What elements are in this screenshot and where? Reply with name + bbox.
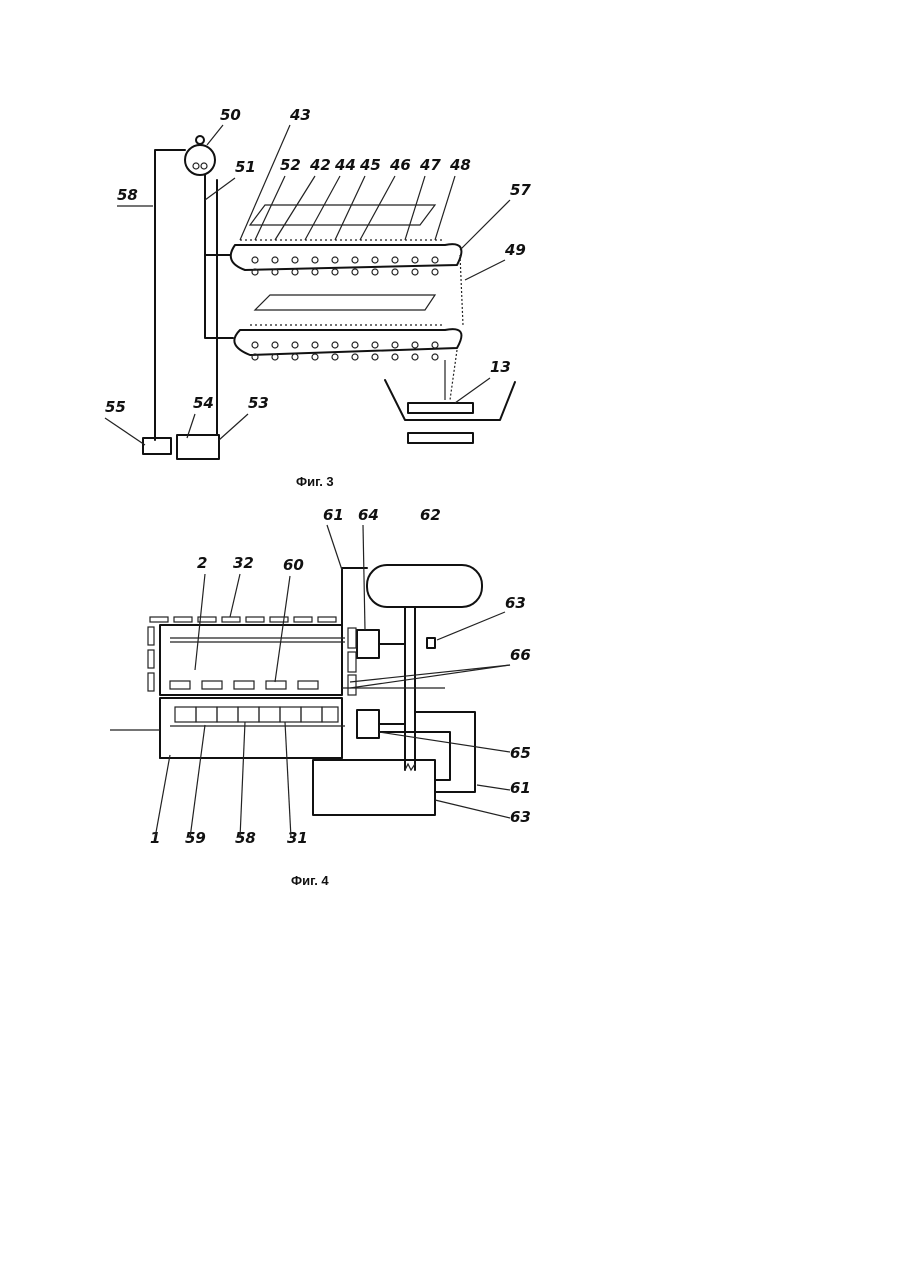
label-59: 59 [185, 829, 206, 847]
figure-3-caption: Фиг. 3 [296, 474, 334, 489]
exchanger-65 [357, 710, 379, 738]
label-64: 64 [358, 506, 379, 524]
figure-4-diagram: 61 64 62 2 32 60 63 66 65 61 63 1 59 58 … [105, 500, 545, 890]
label-65: 65 [510, 744, 531, 762]
unit-55 [143, 438, 171, 454]
figure-3-svg: 50 43 51 52 42 44 45 46 47 48 57 58 49 1… [105, 100, 545, 470]
label-45: 45 [359, 156, 381, 174]
label-57: 57 [510, 181, 531, 199]
label-63-top: 63 [505, 594, 526, 612]
exchanger-64 [357, 630, 379, 658]
label-58: 58 [235, 829, 256, 847]
label-42: 42 [309, 156, 331, 174]
label-63-bottom: 63 [510, 808, 531, 826]
label-44: 44 [334, 156, 356, 174]
label-66: 66 [510, 646, 531, 664]
pump-symbol [185, 145, 215, 175]
figure-4-caption: Фиг. 4 [291, 873, 329, 888]
label-43: 43 [289, 106, 311, 124]
label-58: 58 [117, 186, 138, 204]
chamber-2 [160, 625, 342, 695]
label-61-bottom: 61 [510, 779, 531, 797]
label-13: 13 [490, 358, 511, 376]
label-2: 2 [197, 554, 207, 572]
middle-panel [255, 295, 435, 310]
roof-tiles-32 [150, 617, 336, 622]
label-55: 55 [105, 398, 126, 416]
label-48: 48 [449, 156, 471, 174]
device-63 [427, 638, 435, 648]
tray-60 [170, 681, 318, 689]
unit-63 [313, 760, 435, 815]
unit-54 [177, 435, 219, 459]
label-53: 53 [248, 394, 269, 412]
figure-4-labels: 61 64 62 2 32 60 63 66 65 61 63 1 59 58 … [150, 506, 531, 847]
tank-62 [367, 565, 482, 607]
label-54: 54 [193, 394, 214, 412]
figure-4-svg: 61 64 62 2 32 60 63 66 65 61 63 1 59 58 … [105, 500, 545, 890]
pipe-58 [155, 150, 185, 440]
label-60: 60 [283, 556, 304, 574]
upper-panel [250, 205, 435, 225]
figure-3-diagram: 50 43 51 52 42 44 45 46 47 48 57 58 49 1… [105, 100, 545, 470]
label-52: 52 [280, 156, 301, 174]
label-32: 32 [233, 554, 254, 572]
label-47: 47 [419, 156, 441, 174]
upper-conveyor [231, 244, 462, 270]
label-49: 49 [504, 241, 526, 259]
lower-conveyor [234, 329, 461, 355]
label-61-top: 61 [323, 506, 344, 524]
label-62: 62 [420, 506, 441, 524]
label-50: 50 [220, 106, 241, 124]
label-51: 51 [235, 158, 256, 176]
cells-31 [175, 707, 338, 722]
pipe-61 [342, 568, 367, 625]
label-46: 46 [389, 156, 411, 174]
